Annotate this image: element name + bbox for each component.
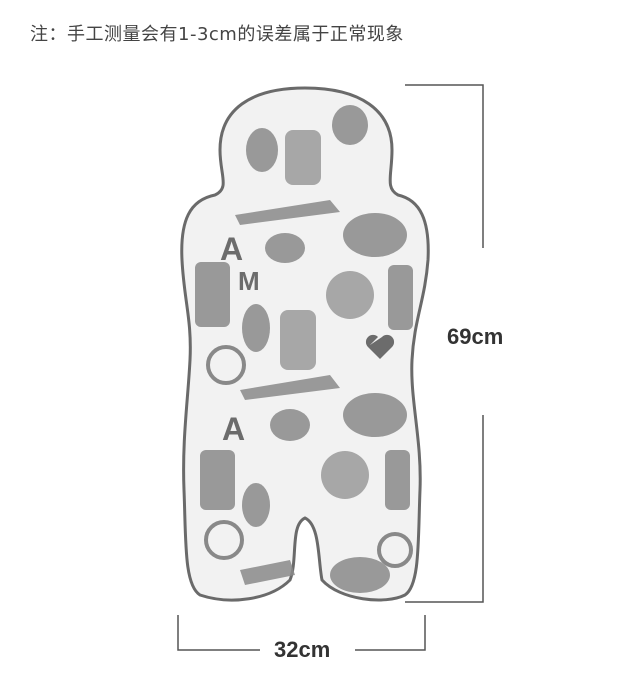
svg-text:A: A: [220, 231, 243, 267]
measurement-note: 注：手工测量会有1-3cm的误差属于正常现象: [30, 24, 404, 45]
height-dimension-top: [405, 84, 484, 248]
width-dimension-left: [177, 615, 260, 651]
height-dimension-bottom: [405, 415, 484, 603]
seat-cushion: A M A: [180, 86, 430, 602]
svg-text:A: A: [222, 411, 245, 447]
dimension-lines: [177, 84, 484, 651]
height-label: 69cm: [447, 324, 504, 349]
svg-text:M: M: [238, 266, 260, 296]
width-dimension-right: [355, 615, 426, 651]
animal-print-pattern: A M A: [195, 105, 413, 593]
width-label: 32cm: [274, 637, 331, 662]
